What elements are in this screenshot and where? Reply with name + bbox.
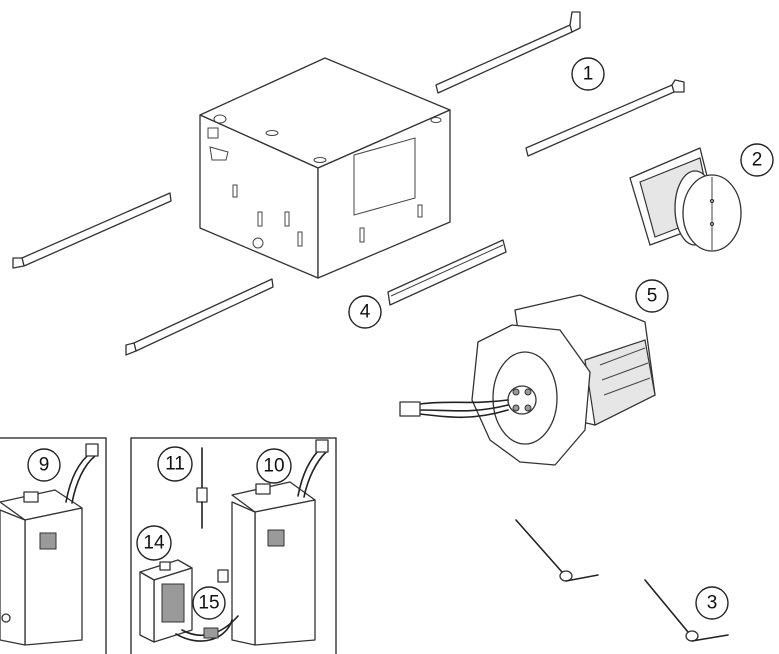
callout-14: 14	[136, 525, 172, 561]
callout-11: 11	[157, 446, 193, 482]
housing-box-icon[interactable]	[199, 57, 451, 279]
heater-box-icon[interactable]	[0, 489, 83, 646]
callout-4: 4	[348, 295, 382, 329]
svg-text:14: 14	[143, 533, 165, 554]
callout-5: 5	[635, 279, 669, 313]
callout-15: 15	[192, 586, 226, 620]
wire-harness-icon	[65, 443, 99, 504]
heater-box-icon[interactable]	[217, 481, 316, 646]
callout-10: 10	[256, 448, 292, 484]
callout-1: 1	[571, 57, 605, 91]
svg-text:4: 4	[360, 302, 371, 323]
blower-motor-icon[interactable]	[471, 294, 656, 466]
control-module-icon[interactable]	[139, 559, 193, 643]
callout-9: 9	[27, 448, 61, 482]
callout-2: 2	[740, 143, 774, 177]
wire-harness-icon	[175, 439, 329, 642]
svg-text:9: 9	[39, 455, 50, 476]
svg-text:3: 3	[707, 593, 718, 614]
mounting-bracket-icon[interactable]	[387, 239, 507, 306]
mounting-bracket-icon[interactable]	[125, 278, 274, 356]
svg-text:2: 2	[752, 150, 763, 171]
mounting-bracket-icon[interactable]	[435, 11, 581, 94]
svg-text:5: 5	[647, 286, 658, 307]
wire-harness-icon	[399, 399, 509, 419]
svg-text:1: 1	[583, 64, 594, 85]
duct-collar-damper-icon[interactable]	[629, 147, 742, 252]
mounting-bracket-icon[interactable]	[525, 79, 685, 157]
svg-text:15: 15	[198, 593, 219, 614]
torsion-spring-icon[interactable]	[515, 519, 599, 582]
mounting-bracket-icon[interactable]	[12, 192, 172, 269]
svg-text:10: 10	[263, 456, 284, 477]
svg-text:11: 11	[165, 454, 185, 475]
torsion-spring-icon[interactable]	[644, 579, 729, 642]
callout-3: 3	[695, 586, 729, 620]
sensor-probe-icon[interactable]	[196, 447, 208, 529]
